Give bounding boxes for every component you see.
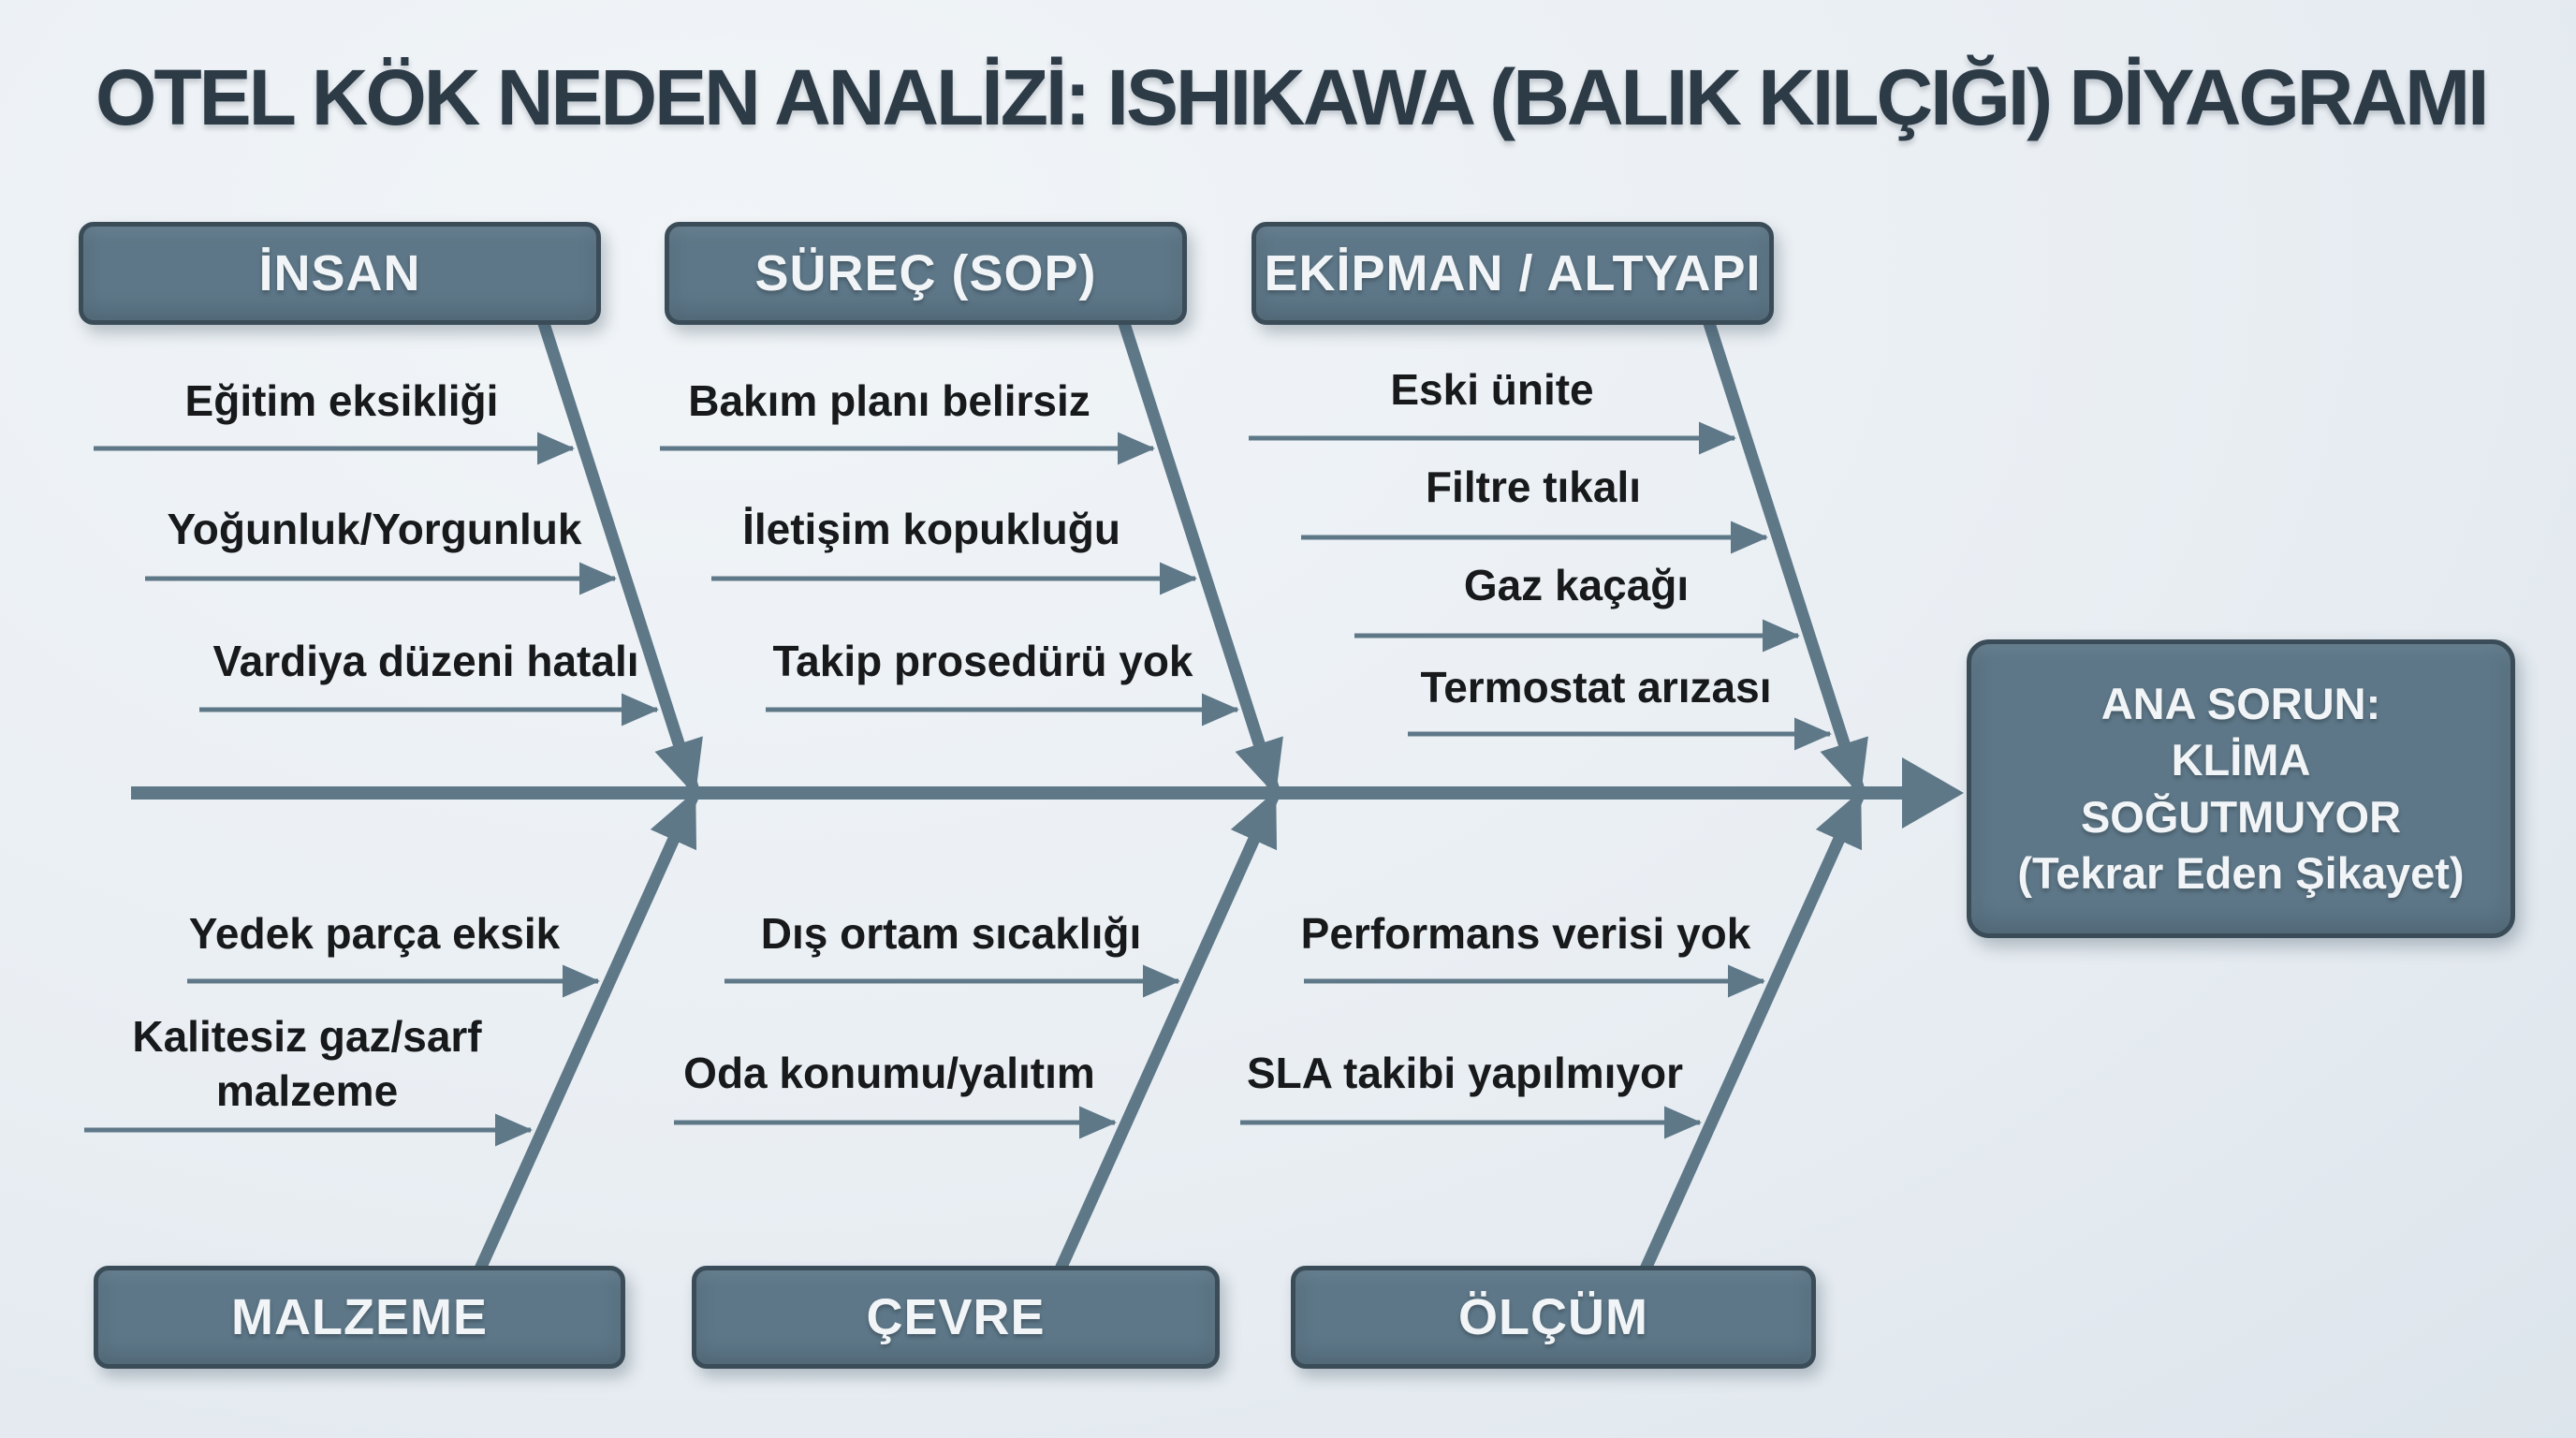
cause-arrows-insan (94, 432, 660, 726)
category-label: İNSAN (258, 245, 421, 301)
cause-label: Bakım planı belirsiz (688, 376, 1090, 425)
spine-arrowhead (1902, 757, 1964, 829)
category-box-insan: İNSAN (79, 222, 601, 325)
cause-arrows-surec (660, 432, 1240, 726)
category-bones (472, 310, 1868, 1278)
cause-label: Yedek parça eksik (188, 909, 561, 958)
category-box-ekipman: EKİPMAN / ALTYAPI (1251, 222, 1774, 325)
cause-label: SLA takibi yapılmıyor (1246, 1049, 1684, 1097)
cause-arrows-olcum (1240, 964, 1766, 1139)
category-box-cevre: ÇEVRE (692, 1266, 1220, 1369)
category-label: MALZEME (231, 1289, 488, 1345)
cause-label: İletişim kopukluğu (742, 505, 1120, 553)
category-box-olcum: ÖLÇÜM (1291, 1266, 1816, 1369)
category-label: ÖLÇÜM (1458, 1289, 1648, 1345)
cause-label: Eski ünite (1390, 365, 1594, 414)
category-box-malzeme: MALZEME (94, 1266, 625, 1369)
cause-label: Oda konumu/yalıtım (683, 1049, 1095, 1097)
cause-arrows-malzeme (84, 964, 601, 1147)
cause-label: Takip prosedürü yok (772, 637, 1193, 685)
spine (131, 757, 1964, 829)
category-box-surec: SÜREÇ (SOP) (665, 222, 1187, 325)
category-label: SÜREÇ (SOP) (754, 245, 1097, 301)
cause-label: Kalitesiz gaz/sarf malzeme (132, 1012, 482, 1115)
cause-label: Yoğunluk/Yorgunluk (167, 505, 582, 553)
cause-label: Gaz kaçağı (1463, 561, 1690, 609)
category-label: EKİPMAN / ALTYAPI (1264, 245, 1762, 301)
category-label: ÇEVRE (866, 1289, 1046, 1345)
problem-text: ANA SORUN: KLİMA SOĞUTMUYOR (Tekrar Eden… (2017, 679, 2465, 898)
cause-arrows-ekipman (1249, 421, 1833, 751)
cause-label: Termostat arızası (1420, 663, 1772, 712)
cause-label: Performans verisi yok (1300, 909, 1751, 958)
diagram-title: OTEL KÖK NEDEN ANALİZİ: ISHIKAWA (BALIK … (95, 53, 2489, 141)
cause-label: Dış ortam sıcaklığı (760, 909, 1142, 958)
cause-arrows-cevre (674, 964, 1181, 1139)
problem-box: ANA SORUN: KLİMA SOĞUTMUYOR (Tekrar Eden… (1967, 639, 2515, 938)
cause-label: Eğitim eksikliği (184, 376, 499, 425)
cause-label: Vardiya düzeni hatalı (212, 637, 639, 685)
cause-label: Filtre tıkalı (1425, 462, 1642, 511)
